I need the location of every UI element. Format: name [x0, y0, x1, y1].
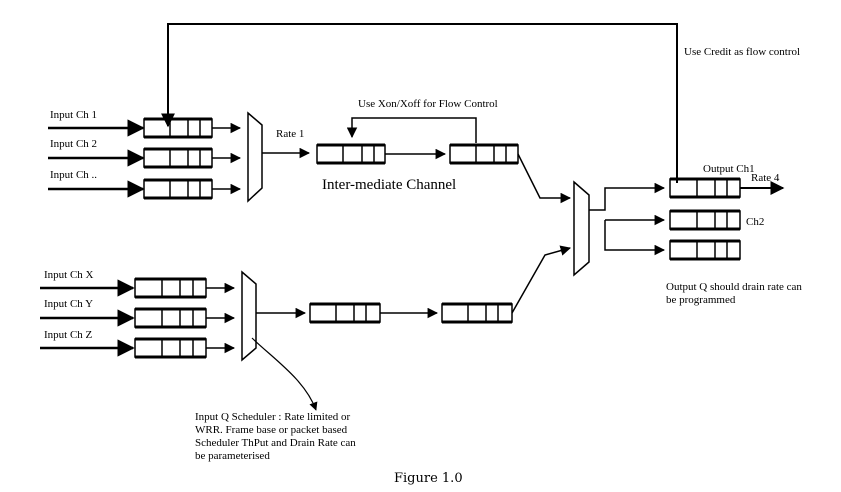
label-use-credit: Use Credit as flow control [684, 46, 800, 58]
output-group [573, 177, 785, 277]
label-input-chy: Input Ch Y [44, 298, 93, 310]
queue-intermediate-2 [449, 143, 519, 165]
label-rate4: Rate 4 [751, 172, 780, 184]
queue-input-ch-more [143, 178, 213, 200]
queue-input-chx [134, 277, 207, 299]
queue-input-chz [134, 337, 207, 359]
mux-top-input [247, 111, 263, 203]
scheduler-note-line4: be parameterised [195, 450, 270, 462]
label-use-xon-xoff: Use Xon/Xoff for Flow Control [358, 98, 498, 110]
xon-xoff-loop [346, 117, 477, 143]
label-output-ch1: Output Ch1 [703, 163, 755, 175]
output-note-line1: Output Q should drain rate can [666, 281, 802, 293]
queue-input-chy [134, 307, 207, 329]
credit-feedback-loop [161, 23, 678, 183]
output-note-line2: be programmed [666, 294, 736, 306]
intermediate-channel-bottom [309, 245, 572, 324]
scheduler-note-line2: WRR. Frame base or packet based [195, 424, 348, 436]
scheduler-note-line3: Scheduler ThPut and Drain Rate can [195, 437, 356, 449]
queue-output-ch1 [669, 177, 741, 199]
label-intermediate-channel: Inter-mediate Channel [322, 177, 456, 193]
queue-bottom-1 [309, 302, 381, 324]
mux-bottom-input [241, 270, 257, 362]
queue-intermediate-1 [316, 143, 386, 165]
label-rate1: Rate 1 [276, 128, 304, 140]
queue-output-ch3 [669, 239, 741, 261]
label-input-ch1: Input Ch 1 [50, 109, 97, 121]
label-input-chz: Input Ch Z [44, 329, 93, 341]
queue-input-ch1 [143, 117, 213, 139]
label-input-ch2: Input Ch 2 [50, 138, 97, 150]
label-ch2: Ch2 [746, 216, 764, 228]
top-input-group [48, 111, 311, 203]
queue-bottom-2 [441, 302, 513, 324]
figure-caption: Figure 1.0 [394, 471, 463, 486]
intermediate-channel-top [316, 117, 572, 204]
label-input-chx: Input Ch X [44, 269, 94, 281]
scheduler-note-line1: Input Q Scheduler : Rate limited or [195, 411, 351, 423]
queue-input-ch2 [143, 147, 213, 169]
label-input-ch-more: Input Ch .. [50, 169, 97, 181]
scheduler-pointer [251, 337, 318, 411]
bottom-input-group [40, 270, 318, 411]
queue-output-ch2 [669, 209, 741, 231]
mux-output [573, 180, 590, 277]
